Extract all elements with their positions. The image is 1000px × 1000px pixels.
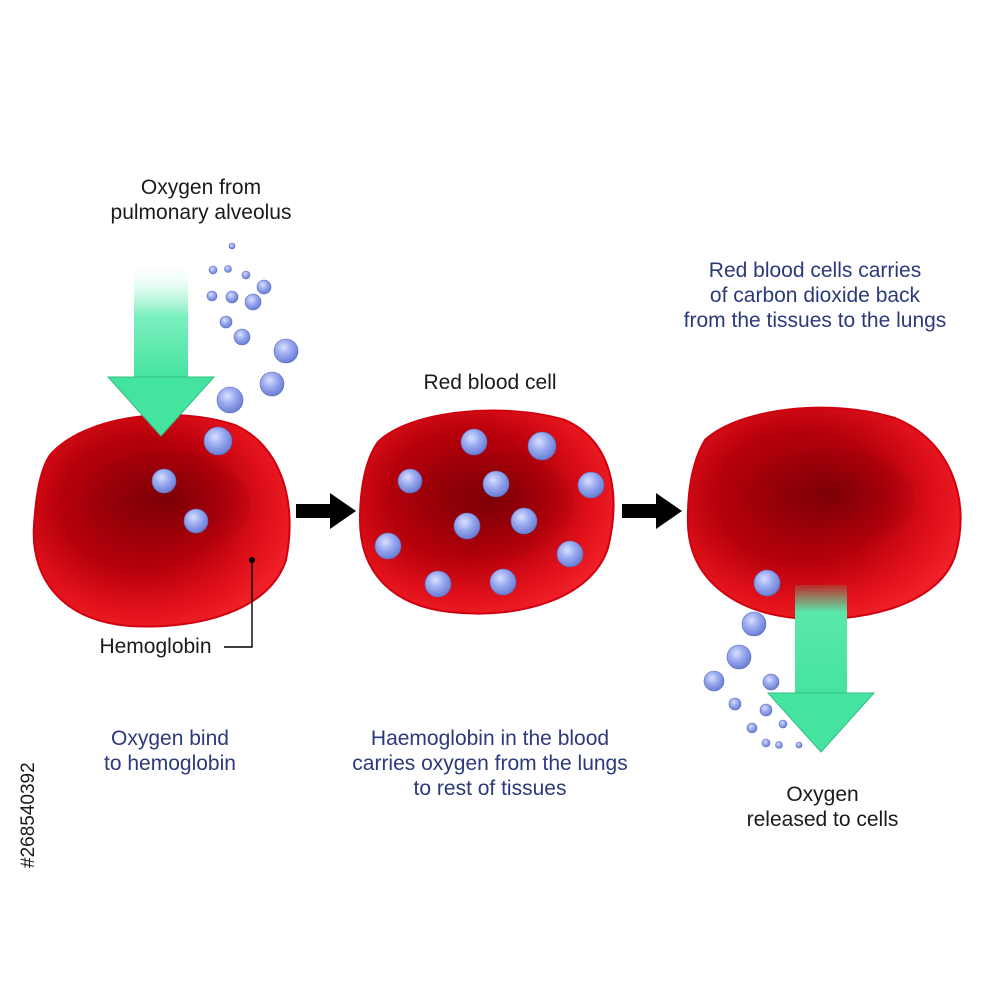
cell2-bubble: [453, 512, 481, 540]
oxygen-outflow-arrow: [766, 585, 876, 753]
oxygen-source-line-2: pulmonary alveolus: [110, 201, 292, 224]
outflow-bubble: [759, 703, 773, 717]
inflow-bubble: [259, 371, 285, 397]
outflow-bubble: [775, 741, 783, 749]
inflow-bubble: [256, 279, 272, 295]
hemoglobin-label: Hemoglobin: [88, 634, 223, 659]
cell2-bubble: [460, 428, 488, 456]
outflow-bubble: [778, 719, 788, 729]
step2-caption: Haemoglobin in the blood carries oxygen …: [320, 726, 660, 801]
inflow-bubble: [225, 290, 239, 304]
inflow-bubble: [233, 328, 251, 346]
outflow-bubble: [726, 644, 752, 670]
stock-id: #268540392: [18, 762, 39, 868]
inflow-bubble: [219, 315, 233, 329]
cell1-bubble: [151, 468, 177, 494]
inflow-bubble: [241, 270, 251, 280]
outflow-bubble: [728, 697, 742, 711]
inflow-bubble: [208, 265, 218, 275]
co2-note-line-1: Red blood cells carries: [708, 259, 922, 282]
inflow-bubble: [228, 242, 236, 250]
inflow-bubble: [273, 338, 299, 364]
oxygen-source-line-1: Oxygen from: [140, 176, 262, 199]
cell2-bubble: [556, 540, 584, 568]
inflow-bubble: [224, 265, 232, 273]
step1-caption: Oxygen bind to hemoglobin: [60, 726, 280, 776]
inflow-bubble: [244, 293, 262, 311]
co2-note-line-2: of carbon dioxide back: [709, 284, 921, 307]
cell2-bubble: [510, 507, 538, 535]
red-blood-cell-text: Red blood cell: [423, 371, 557, 394]
inflow-bubble: [206, 290, 218, 302]
co2-note-line-3: from the tissues to the lungs: [683, 309, 947, 332]
oxygen-inflow-arrow: [106, 265, 216, 437]
hemoglobin-pointer: [224, 557, 255, 648]
cell1-bubble: [183, 508, 209, 534]
red-blood-cell-1: [32, 414, 291, 628]
outflow-bubble: [762, 673, 780, 691]
cell2-bubble: [482, 470, 510, 498]
outflow-bubble: [761, 738, 771, 748]
inflow-bubble: [216, 386, 244, 414]
cell2-bubble: [527, 431, 557, 461]
step-arrow-1: [296, 493, 356, 529]
step2-caption-line-3: to rest of tissues: [413, 777, 567, 800]
oxygen-source-label: Oxygen from pulmonary alveolus: [92, 175, 310, 225]
outflow-bubble: [753, 569, 781, 597]
red-blood-cell-2: [358, 409, 615, 615]
co2-note: Red blood cells carries of carbon dioxid…: [640, 258, 990, 333]
step1-caption-line-1: Oxygen bind: [111, 727, 229, 750]
cell2-bubble: [424, 570, 452, 598]
oxygen-molecules: [151, 242, 803, 749]
cell2-bubble: [489, 568, 517, 596]
step3-caption-line-2: released to cells: [746, 808, 899, 831]
step1-caption-line-2: to hemoglobin: [104, 752, 236, 775]
step3-caption: Oxygen released to cells: [715, 782, 930, 832]
inflow-bubble: [203, 426, 233, 456]
cell2-bubble: [397, 468, 423, 494]
hemoglobin-text: Hemoglobin: [99, 635, 212, 658]
outflow-bubble: [746, 722, 758, 734]
outflow-bubble: [741, 611, 767, 637]
step2-caption-line-2: carries oxygen from the lungs: [352, 752, 628, 775]
outflow-bubble: [703, 670, 725, 692]
cell2-bubble: [374, 532, 402, 560]
red-blood-cell-3: [686, 406, 962, 621]
step2-caption-line-1: Haemoglobin in the blood: [370, 727, 610, 750]
step-arrow-2: [622, 493, 682, 529]
step3-caption-line-1: Oxygen: [786, 783, 859, 806]
cell2-bubble: [577, 471, 605, 499]
red-blood-cell-label: Red blood cell: [400, 370, 580, 395]
outflow-bubble: [795, 741, 803, 749]
